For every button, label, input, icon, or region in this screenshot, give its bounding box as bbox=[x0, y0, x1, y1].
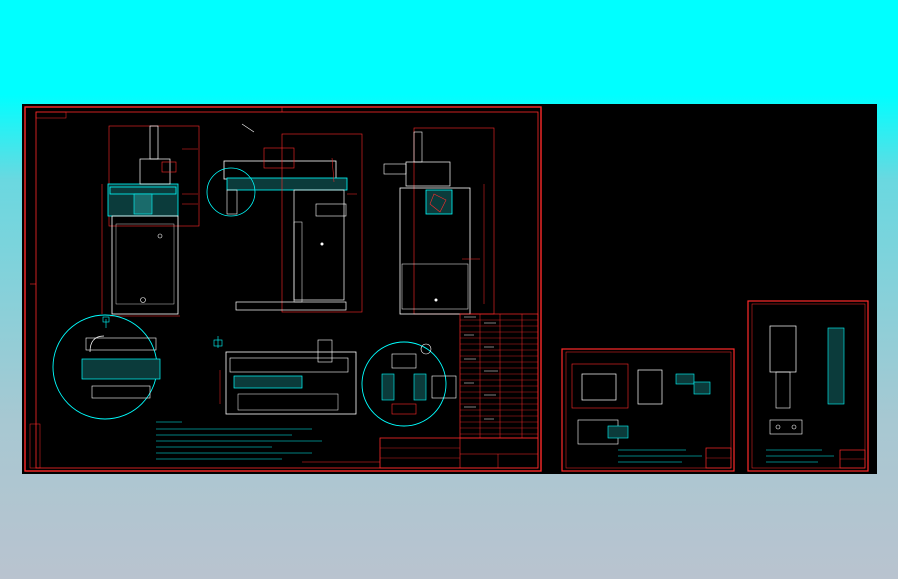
top-view bbox=[213, 336, 357, 415]
technical-notes bbox=[156, 421, 322, 460]
cad-drawing bbox=[24, 106, 869, 472]
main-assembly-sheet bbox=[24, 106, 542, 472]
detail-view-left bbox=[52, 314, 161, 420]
parts-list-table bbox=[459, 313, 539, 439]
front-view bbox=[101, 125, 200, 317]
right-view bbox=[383, 127, 495, 315]
side-view bbox=[206, 123, 363, 313]
title-block bbox=[29, 423, 539, 469]
part-detail-sheet-2 bbox=[747, 300, 869, 472]
detail-view-right bbox=[361, 341, 457, 427]
part-detail-sheet-1 bbox=[561, 348, 735, 472]
drawing-viewport[interactable] bbox=[22, 104, 877, 474]
